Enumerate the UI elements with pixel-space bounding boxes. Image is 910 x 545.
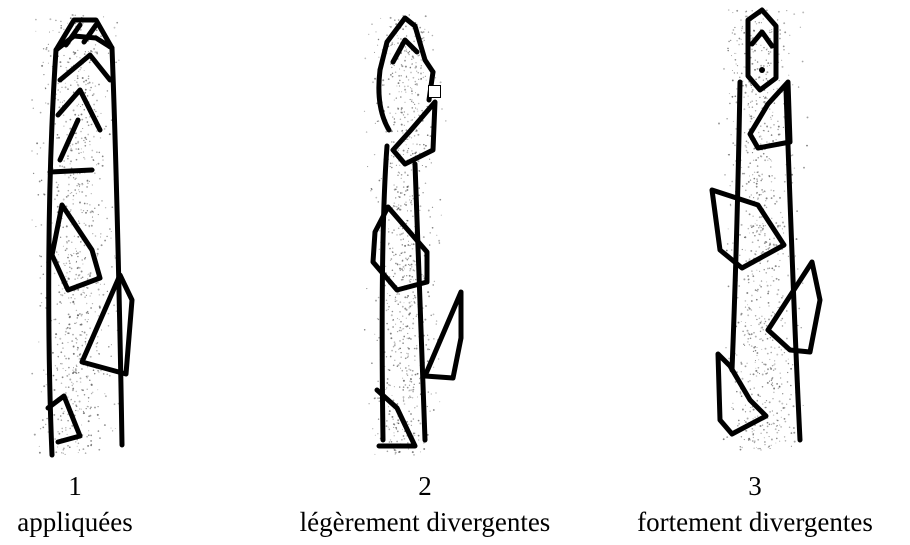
asparagus-spear-2-illustration	[265, 0, 585, 470]
asparagus-spear-3-illustration	[600, 0, 910, 470]
panel-1-caption: appliquées	[0, 505, 150, 539]
panel-3-caption: fortement divergentes	[600, 505, 910, 539]
asparagus-spear-1-illustration	[0, 0, 150, 470]
panel-2-number: 2	[265, 470, 585, 502]
panel-3-number: 3	[600, 470, 910, 502]
panel-1-number: 1	[0, 470, 150, 502]
selection-marker	[428, 85, 441, 98]
panel-2-caption: légèrement divergentes	[265, 505, 585, 539]
